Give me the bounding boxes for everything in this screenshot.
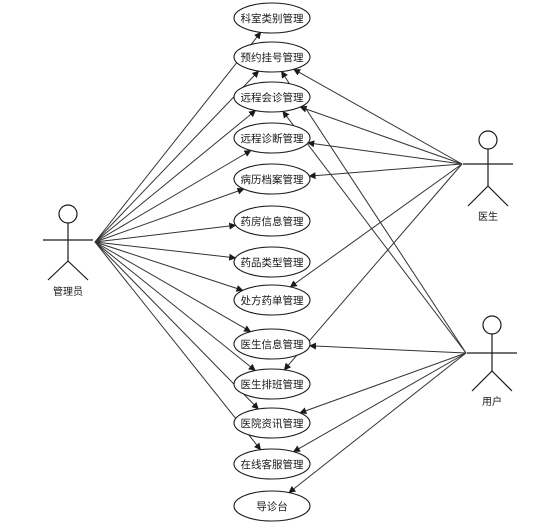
use-case-prescription[interactable]: 处方药单管理 xyxy=(233,284,311,316)
use-case-label: 药品类型管理 xyxy=(241,256,304,269)
association-line-user-uc-remote-consultation xyxy=(282,110,467,354)
association-line-user-uc-triage-desk xyxy=(288,352,467,494)
actor-admin[interactable]: 管理员 xyxy=(43,204,93,298)
use-case-medical-records[interactable]: 病历档案管理 xyxy=(233,163,311,195)
association-line-doctor-uc-doctor-schedule xyxy=(283,163,463,371)
use-case-hospital-news[interactable]: 医院资讯管理 xyxy=(233,407,311,439)
use-case-label: 导诊台 xyxy=(256,500,288,513)
use-case-appointment[interactable]: 预约挂号管理 xyxy=(233,41,311,73)
association-line-user-uc-hospital-news xyxy=(299,352,467,415)
use-case-label: 预约挂号管理 xyxy=(241,51,304,64)
use-case-remote-diagnosis[interactable]: 远程诊断管理 xyxy=(233,122,311,154)
association-line-doctor-uc-medical-records xyxy=(308,163,463,180)
use-case-drug-type[interactable]: 药品类型管理 xyxy=(233,246,311,278)
actor-head-icon xyxy=(482,315,502,335)
association-lines xyxy=(94,31,467,494)
association-line-admin-uc-doctor-info xyxy=(94,241,252,333)
use-case-doctor-info[interactable]: 医生信息管理 xyxy=(233,328,311,360)
association-line-doctor-uc-prescription xyxy=(289,163,463,288)
use-case-doctor-schedule[interactable]: 医生排班管理 xyxy=(233,368,311,400)
association-line-doctor-uc-remote-diagnosis xyxy=(307,140,463,165)
association-line-admin-uc-drug-type xyxy=(94,241,237,261)
actor-admin-label: 管理员 xyxy=(53,285,83,298)
use-case-label: 在线客服管理 xyxy=(241,458,304,471)
actor-head-icon xyxy=(478,130,498,150)
association-line-doctor-uc-remote-consultation xyxy=(299,105,463,165)
use-case-label: 医生排班管理 xyxy=(241,378,304,391)
use-case-label: 科室类别管理 xyxy=(241,12,304,25)
use-case-online-service[interactable]: 在线客服管理 xyxy=(233,448,311,480)
use-case-label: 处方药单管理 xyxy=(241,294,304,307)
use-case-label: 医生信息管理 xyxy=(241,338,304,351)
association-line-user-uc-appointment xyxy=(281,70,467,354)
use-case-label: 远程诊断管理 xyxy=(241,132,304,145)
actor-head-icon xyxy=(58,204,78,224)
association-line-admin-uc-pharmacy-info xyxy=(94,222,237,243)
actor-user-label: 用户 xyxy=(482,395,502,408)
association-line-user-uc-online-service xyxy=(292,352,467,453)
association-line-user-uc-doctor-info xyxy=(309,342,467,354)
association-line-admin-uc-hospital-news xyxy=(94,241,259,410)
association-line-admin-uc-appointment xyxy=(94,70,260,243)
use-case-label: 病历档案管理 xyxy=(241,173,304,186)
actor-doctor[interactable]: 医生 xyxy=(463,130,513,223)
use-case-triage-desk[interactable]: 导诊台 xyxy=(233,490,311,522)
association-line-admin-uc-online-service xyxy=(94,241,262,451)
actor-user[interactable]: 用户 xyxy=(467,315,517,408)
use-case-remote-consultation[interactable]: 远程会诊管理 xyxy=(233,81,311,113)
actor-doctor-label: 医生 xyxy=(478,210,498,223)
association-line-admin-uc-prescription xyxy=(94,241,244,292)
use-case-label: 远程会诊管理 xyxy=(241,91,304,104)
association-line-admin-uc-medical-records xyxy=(94,187,245,243)
use-case-pharmacy-info[interactable]: 药房信息管理 xyxy=(233,205,311,237)
use-case-label: 药房信息管理 xyxy=(241,215,304,228)
use-case-label: 医院资讯管理 xyxy=(241,417,304,430)
use-case-department-category[interactable]: 科室类别管理 xyxy=(233,2,311,34)
association-line-admin-uc-department-category xyxy=(94,31,262,243)
association-line-doctor-uc-appointment xyxy=(293,68,463,165)
association-line-admin-uc-remote-diagnosis xyxy=(94,150,252,243)
association-line-admin-uc-doctor-schedule xyxy=(94,241,256,371)
association-line-admin-uc-remote-consultation xyxy=(94,110,257,243)
